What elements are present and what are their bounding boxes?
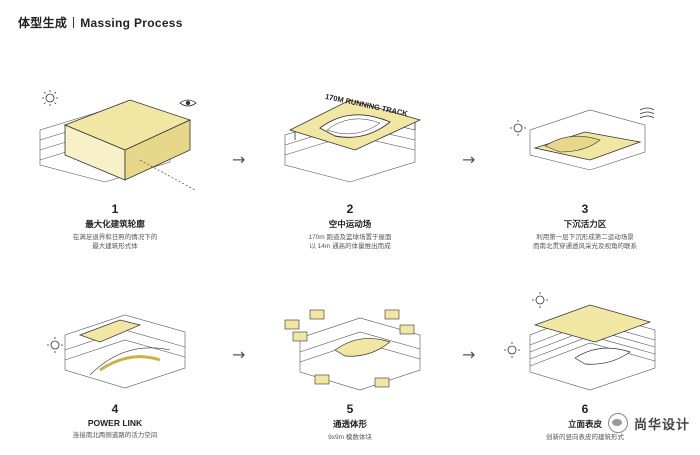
- step-4-desc-line: 连接南北两侧道路的活力空间: [72, 432, 158, 439]
- arrow-right-icon: →: [232, 345, 246, 364]
- step-5-diagram: [284, 309, 421, 391]
- step-2-desc-line: 170m 跑道及篮球场置于屋面: [308, 234, 392, 241]
- step-1-desc-line: 在满足退界和日照的情况下的: [72, 234, 158, 241]
- step-6-diagram: [504, 292, 656, 391]
- step-6: 6 立面表皮 创新的竖向表皮的建筑形式: [485, 280, 685, 442]
- step-4: 4 POWER LINK 连接南北两侧道路的活力空间: [15, 280, 215, 440]
- step-5-desc-line: 9x9m 模数体块: [328, 434, 372, 441]
- sun-icon: [42, 90, 58, 106]
- step-4-diagram: [47, 314, 186, 389]
- step-2-diagram: 170M RUNNING TRACK: [284, 92, 422, 183]
- title-cn: 体型生成: [18, 16, 68, 30]
- step-5: 5 通透体形 9x9m 模数体块: [250, 280, 450, 442]
- step-5-number: 5: [346, 402, 354, 416]
- step-2-desc-line: 以 14m 通高的体量推出而成: [309, 243, 391, 250]
- step-2-name: 空中运动场: [328, 219, 372, 229]
- step-5-name: 通透体形: [332, 419, 367, 429]
- title-separator: [73, 17, 75, 28]
- step-1-desc-line: 最大建筑形式体: [92, 243, 138, 250]
- step-2-desc: 170m 跑道及篮球场置于屋面 以 14m 通高的体量推出而成: [250, 233, 450, 251]
- wind-icon: [639, 107, 655, 119]
- sun-icon: [504, 342, 520, 358]
- step-3-number: 3: [581, 202, 589, 216]
- step-1-desc: 在满足退界和日照的情况下的 最大建筑形式体: [15, 233, 215, 251]
- step-2: 170M RUNNING TRACK 2 空中运动场 170m 跑道及篮球场置于…: [250, 70, 450, 251]
- watermark: 尚华设计: [607, 413, 690, 433]
- step-6-desc-line: 创新的竖向表皮的建筑形式: [546, 434, 624, 441]
- step-1: 1 最大化建筑轮廓 在满足退界和日照的情况下的 最大建筑形式体: [15, 70, 215, 251]
- arrow-right-icon: →: [462, 150, 476, 169]
- title-en: Massing Process: [80, 16, 183, 30]
- step-4-desc: 连接南北两侧道路的活力空间: [15, 431, 215, 440]
- eye-icon: [179, 99, 197, 107]
- sun-icon: [47, 337, 63, 353]
- step-6-number: 6: [581, 402, 589, 416]
- step-1-diagram: [39, 90, 197, 191]
- step-3-diagram: [510, 107, 655, 171]
- step-3-name: 下沉活力区: [563, 219, 607, 229]
- sun-icon: [532, 292, 548, 308]
- step-6-desc: 创新的竖向表皮的建筑形式: [485, 433, 685, 442]
- wechat-icon: [607, 413, 628, 433]
- step-6-name: 立面表皮: [567, 419, 602, 429]
- arrow-right-icon: →: [462, 345, 476, 364]
- step-3: 3 下沉活力区 利用第一层下沉形成第二运动场景 而南北贯穿通透风采光及视角的联系: [485, 70, 685, 251]
- step-3-desc: 利用第一层下沉形成第二运动场景 而南北贯穿通透风采光及视角的联系: [485, 233, 685, 251]
- step-1-name: 最大化建筑轮廓: [85, 219, 145, 229]
- step-3-desc-line: 而南北贯穿通透风采光及视角的联系: [533, 243, 637, 250]
- step-3-desc-line: 利用第一层下沉形成第二运动场景: [536, 234, 634, 241]
- step-1-number: 1: [111, 202, 119, 216]
- arrow-right-icon: →: [232, 150, 246, 169]
- step-4-name: POWER LINK: [87, 418, 143, 428]
- watermark-text: 尚华设计: [633, 416, 690, 432]
- step-4-number: 4: [111, 402, 119, 416]
- step-5-desc: 9x9m 模数体块: [250, 433, 450, 442]
- step-2-number: 2: [346, 202, 354, 216]
- sun-icon: [510, 120, 526, 136]
- page-title: 体型生成 Massing Process: [18, 14, 183, 31]
